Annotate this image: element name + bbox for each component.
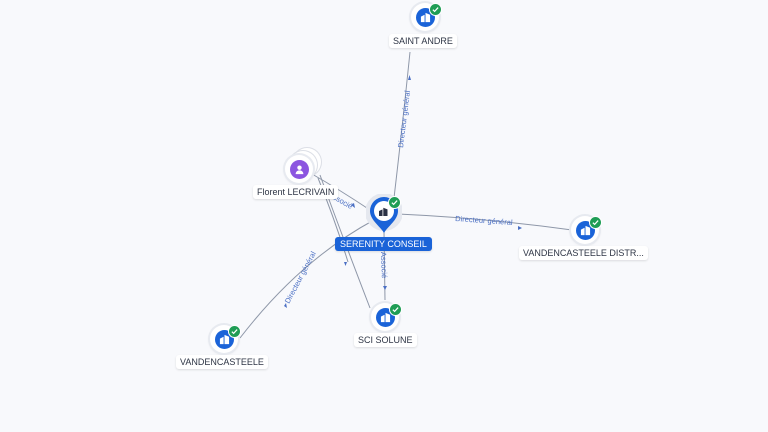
node-label-sci-solune[interactable]: SCI SOLUNE [354,333,417,347]
edge-label-saint-andre: Directeur général [396,90,412,149]
node-label-vandencasteele[interactable]: VANDENCASTEELE [176,355,268,369]
arrow-saint-andre [408,75,411,80]
arrow-vandencasteele [284,303,287,308]
arrow-florent-vandencasteele [344,262,347,266]
edge-label-vandencasteele-distr: Directeur général [455,214,513,227]
arrow-florent-serenity [351,203,355,208]
edge-label-sci-solune: Associé [379,252,389,279]
edge-florent-serenity[interactable] [311,173,371,211]
node-label-saint-andre[interactable]: SAINT ANDRE [389,34,457,48]
verified-check-icon [228,325,241,338]
verified-check-icon [589,216,602,229]
verified-check-icon [389,303,402,316]
edge-label-vandencasteele: Directeur général [283,250,318,305]
node-circle[interactable] [285,155,313,183]
node-label-florent-lecrivain[interactable]: Florent LECRIVAIN [253,185,339,199]
arrow-vandencasteele-distr [518,226,522,230]
node-label-vandencasteele-distr[interactable]: VANDENCASTEELE DISTR... [519,246,648,260]
verified-check-icon [429,3,442,16]
person-icon [289,159,309,179]
verified-check-icon [388,196,401,209]
node-label-serenity-conseil[interactable]: SERENITY CONSEIL [335,237,432,251]
edge-serenity-saint-andre[interactable] [393,51,411,199]
edge-serenity-vandencasteele[interactable] [239,219,375,339]
edge-serenity-vandencasteele-distr[interactable] [397,213,573,231]
arrow-sci-solune [383,286,387,290]
